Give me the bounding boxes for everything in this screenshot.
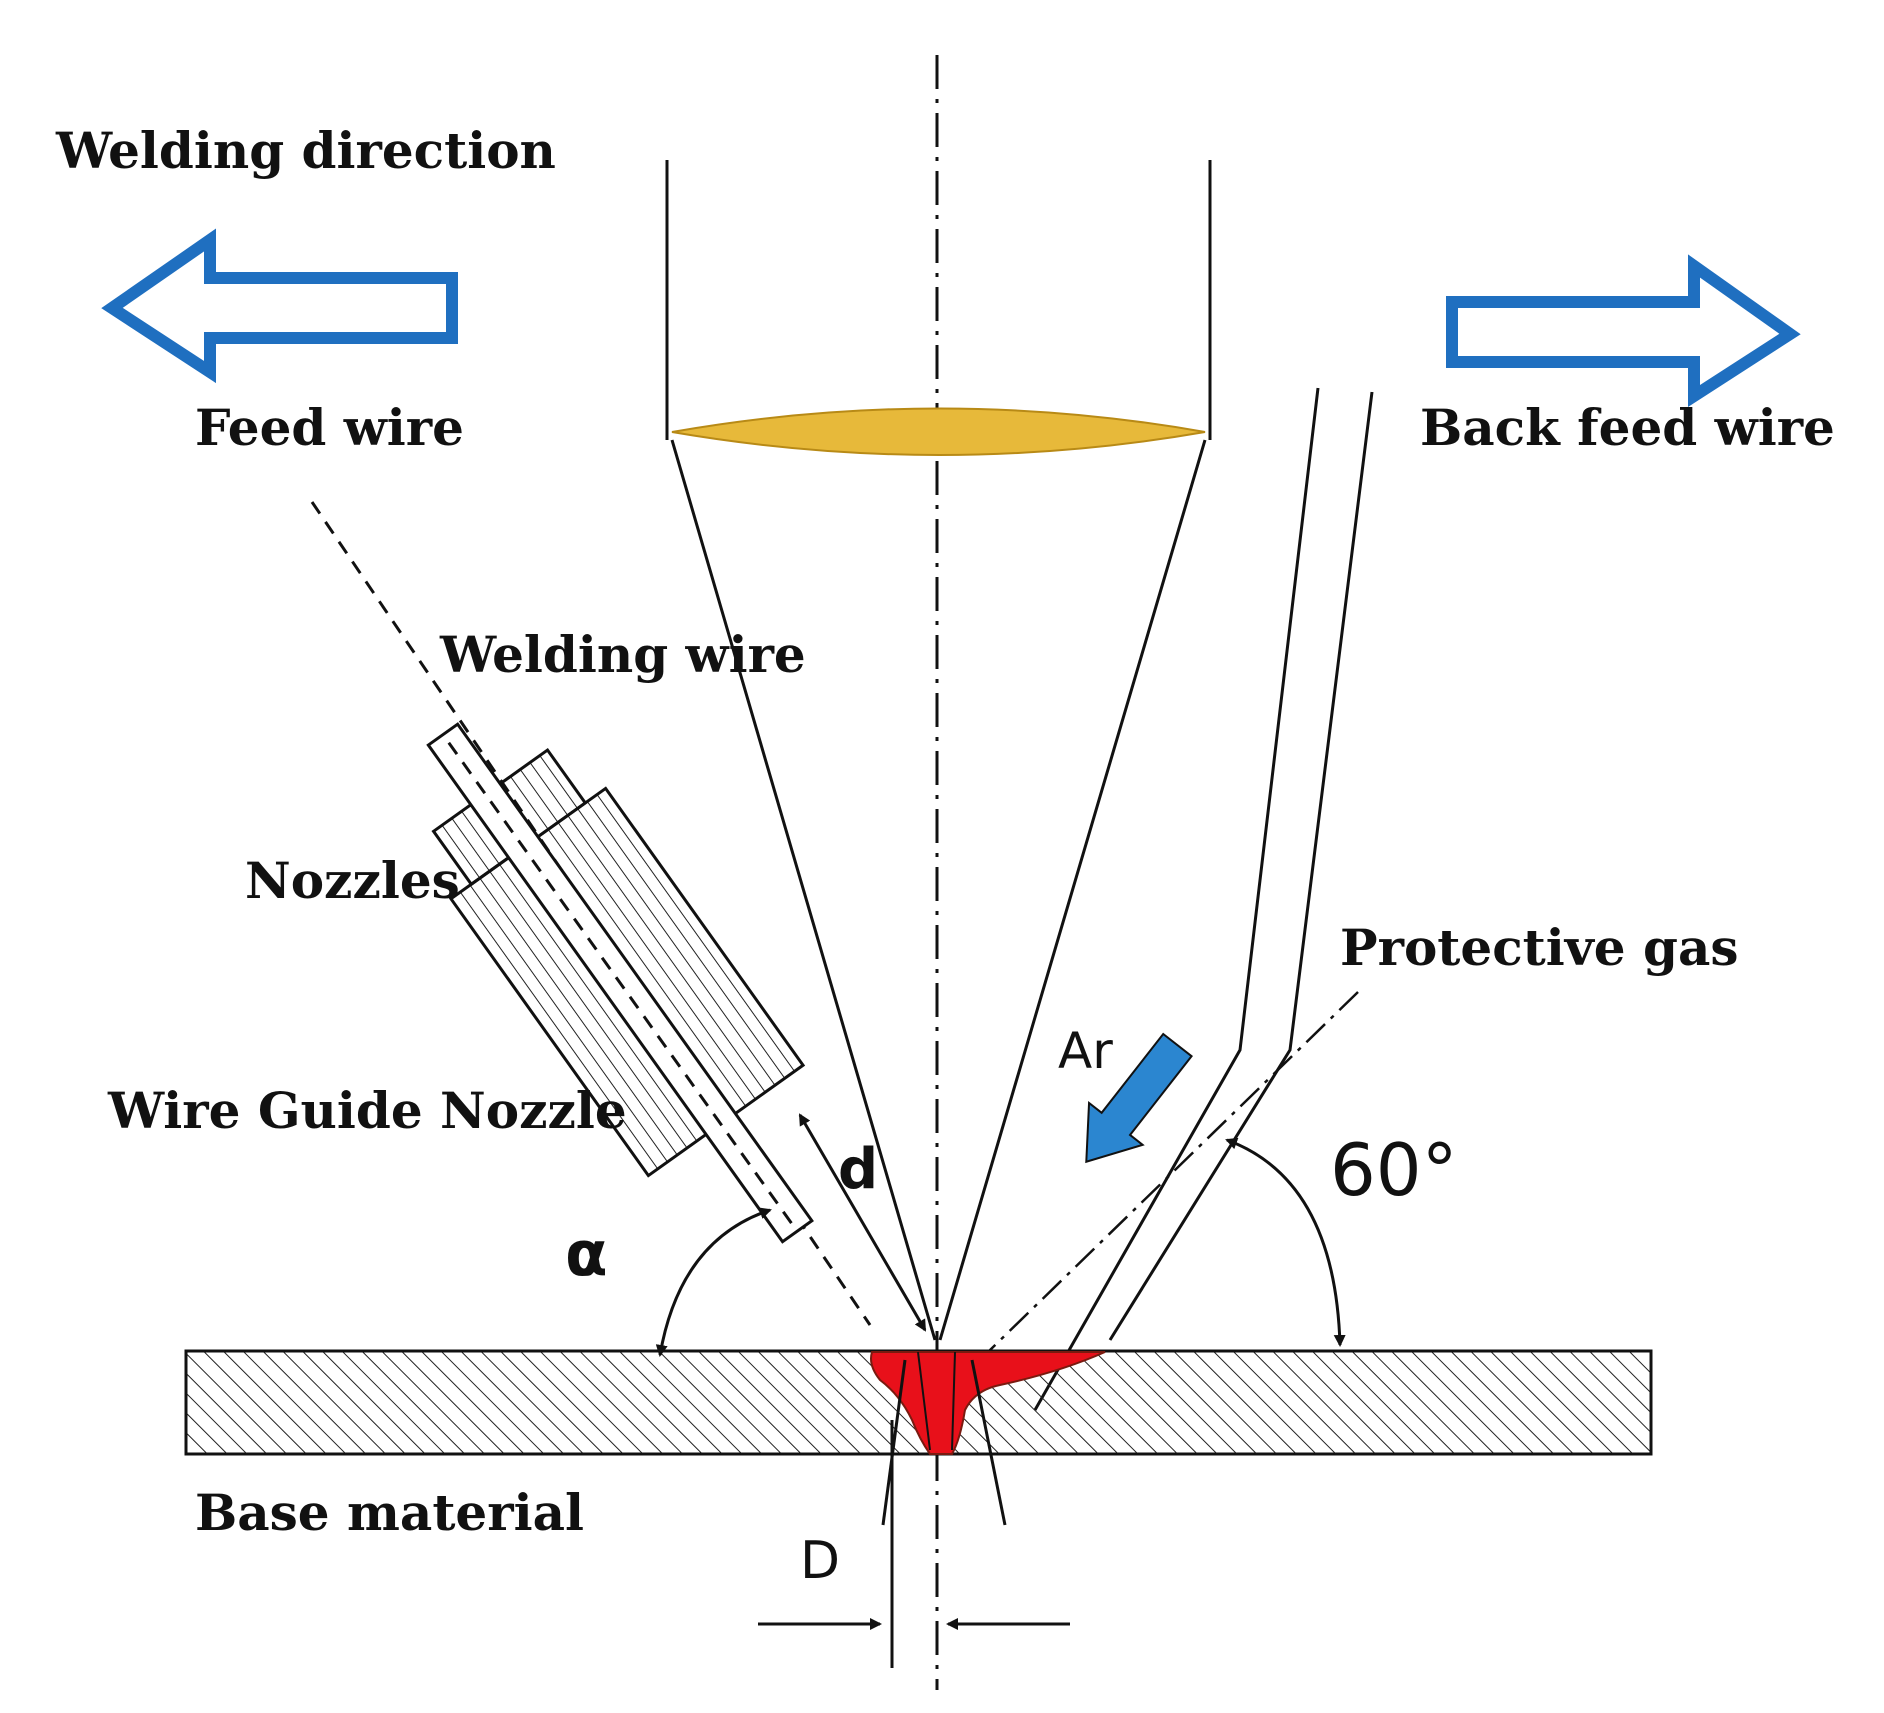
- hollow-right-arrow-icon: [1446, 254, 1801, 408]
- label-wire-guide-nozzle: Wire Guide Nozzle: [107, 1081, 627, 1140]
- weld-pool-divider-right: [951, 1351, 956, 1451]
- label-protective-gas: Protective gas: [1340, 918, 1739, 977]
- symbol-ar: Ar: [1058, 1022, 1113, 1080]
- angle-60-arc: [1225, 1137, 1346, 1347]
- weld-pool: [870, 1351, 1106, 1455]
- focusing-lens: [671, 407, 1206, 456]
- label-welding-wire: Welding wire: [439, 625, 806, 684]
- label-nozzles: Nozzles: [245, 851, 460, 910]
- dimension-small-d-arrow: [798, 1113, 927, 1332]
- symbol-small-d: d: [838, 1137, 878, 1202]
- label-back-feed-wire: Back feed wire: [1420, 398, 1835, 457]
- welding-wire-tube: [426, 722, 814, 1244]
- gas-flow-arrow-icon: [1085, 1032, 1193, 1164]
- gas-pipe-inner: [1108, 391, 1374, 1341]
- symbol-cap-d: D: [800, 1531, 840, 1591]
- alpha-angle-arc: [655, 1207, 772, 1357]
- laser-beam-right-edge: [938, 439, 1207, 1341]
- gas-pipe-outer: [1033, 387, 1320, 1411]
- label-feed-wire: Feed wire: [195, 398, 464, 457]
- hollow-left-arrow-icon: [101, 228, 458, 384]
- symbol-angle-60: 60°: [1330, 1128, 1458, 1212]
- gas-centerline: [987, 991, 1359, 1353]
- keyhole-left: [881, 1359, 907, 1526]
- label-welding-direction: Welding direction: [55, 121, 556, 180]
- laser-beam-left-edge: [670, 439, 937, 1341]
- weld-pool-divider-left: [917, 1351, 931, 1451]
- label-base-material: Base material: [195, 1483, 584, 1542]
- keyhole-right: [970, 1359, 1007, 1526]
- symbol-alpha: α: [565, 1217, 608, 1290]
